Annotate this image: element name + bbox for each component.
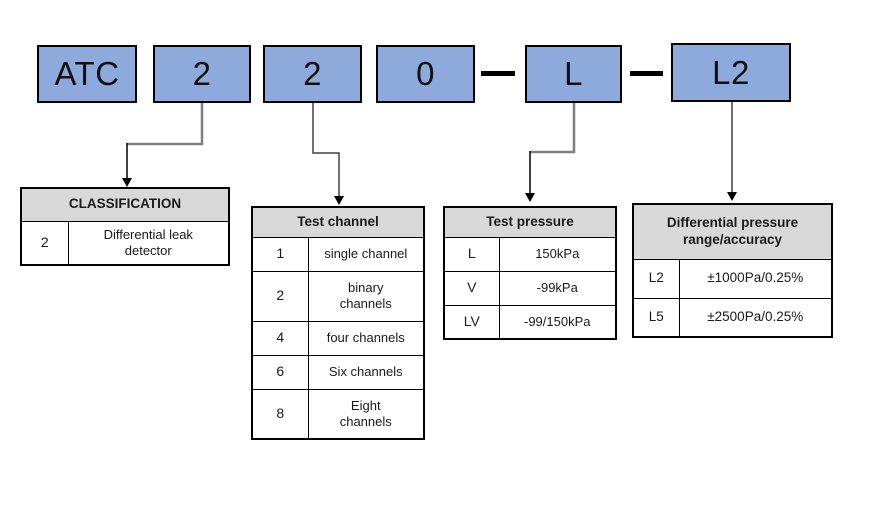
arrowhead-down-icon	[122, 178, 132, 187]
code-cell: L	[443, 236, 500, 272]
model-box-range-code: L2	[671, 43, 791, 102]
model-box-zero-digit: 0	[376, 45, 475, 103]
table-row: L2 ±1000Pa/0.25%	[632, 258, 833, 299]
code-cell: V	[443, 270, 500, 306]
table-header-row: Differential pressure range/accuracy	[632, 203, 833, 260]
table-row: 1 single channel	[251, 236, 425, 272]
code-cell: 4	[251, 320, 309, 356]
description-text: single channel	[324, 245, 408, 261]
table-row: LV -99/150kPa	[443, 304, 617, 340]
value-cell: ±2500Pa/0.25%	[678, 297, 833, 338]
classification-table: CLASSIFICATION 2 Differential leak detec…	[20, 187, 230, 266]
code-cell: 6	[251, 354, 309, 390]
description-cell: Six channels	[307, 354, 425, 390]
code-cell: LV	[443, 304, 500, 340]
code-cell: L2	[632, 258, 680, 299]
test-pressure-table: Test pressure L 150kPa V -99kPa LV -99/1…	[443, 206, 617, 340]
table-title: Test pressure	[443, 206, 617, 238]
description-cell: Eight channels	[307, 388, 425, 440]
value-cell: -99kPa	[498, 270, 617, 306]
connector-diff-pressure	[727, 102, 737, 201]
diff-pressure-table: Differential pressure range/accuracy L2 …	[632, 203, 833, 338]
table-row: 2 Differential leak detector	[20, 220, 230, 266]
table-row: 6 Six channels	[251, 354, 425, 390]
code-cell: 8	[251, 388, 309, 440]
model-box-pressure-code: L	[525, 45, 622, 103]
table-header-row: Test pressure	[443, 206, 617, 238]
test-channel-table: Test channel 1 single channel 2 binary c…	[251, 206, 425, 440]
connector-test-pressure	[525, 103, 576, 202]
separator-dash	[630, 71, 663, 76]
description-cell: binary channels	[307, 270, 425, 322]
code-cell: 2	[20, 220, 69, 266]
description-cell: four channels	[307, 320, 425, 356]
table-row: L5 ±2500Pa/0.25%	[632, 297, 833, 338]
model-box-atc: ATC	[37, 45, 137, 103]
table-header-row: CLASSIFICATION	[20, 187, 230, 222]
separator-dash	[481, 71, 515, 76]
table-row: 8 Eight channels	[251, 388, 425, 440]
table-row: L 150kPa	[443, 236, 617, 272]
table-title: CLASSIFICATION	[20, 187, 230, 222]
code-cell: 1	[251, 236, 309, 272]
description-text: binary channels	[339, 279, 392, 311]
table-title: Differential pressure range/accuracy	[632, 203, 833, 260]
table-row: 2 binary channels	[251, 270, 425, 322]
description-text: Differential leak detector	[103, 226, 193, 258]
connector-test-channel	[312, 103, 344, 205]
table-row: V -99kPa	[443, 270, 617, 306]
description-cell: single channel	[307, 236, 425, 272]
code-cell: L5	[632, 297, 680, 338]
description-cell: Differential leak detector	[67, 220, 230, 266]
value-cell: 150kPa	[498, 236, 617, 272]
arrowhead-down-icon	[525, 193, 535, 202]
arrowhead-down-icon	[727, 192, 737, 201]
description-text: Eight channels	[339, 397, 392, 429]
connector-classification	[122, 103, 204, 187]
model-box-channel-digit: 2	[263, 45, 362, 103]
code-cell: 2	[251, 270, 309, 322]
table-header-row: Test channel	[251, 206, 425, 238]
description-text: four channels	[326, 329, 405, 345]
value-cell: -99/150kPa	[498, 304, 617, 340]
model-box-classification-digit: 2	[153, 45, 251, 103]
table-row: 4 four channels	[251, 320, 425, 356]
table-title: Test channel	[251, 206, 425, 238]
description-text: Six channels	[328, 363, 403, 379]
value-cell: ±1000Pa/0.25%	[678, 258, 833, 299]
arrowhead-down-icon	[334, 196, 344, 205]
